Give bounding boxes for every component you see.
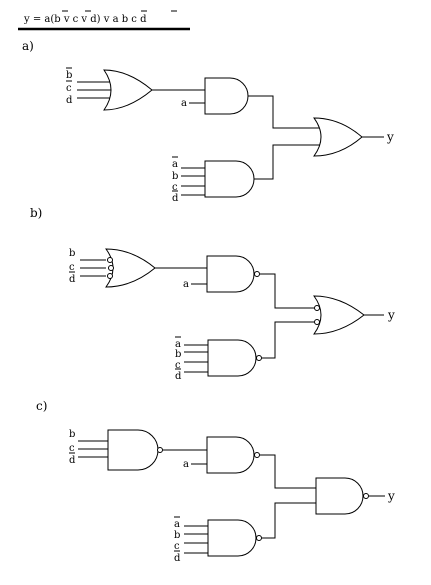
inversion-bubble xyxy=(314,305,320,311)
input-wires-a-bottom xyxy=(181,167,205,196)
nand-gate xyxy=(107,429,159,471)
output-label: y xyxy=(387,308,395,322)
input-wires-c-bottom xyxy=(184,525,208,554)
input-labels-c-top: b c d xyxy=(69,429,76,466)
part-label-a: a) xyxy=(22,39,34,53)
input-label: b xyxy=(66,70,72,81)
input-wires-b-top xyxy=(80,259,106,277)
input-label: c xyxy=(69,443,75,454)
input-labels-b-bottom: a b c d xyxy=(175,336,182,382)
or-gate xyxy=(103,69,153,111)
output-label: y xyxy=(387,489,395,503)
inversion-bubble xyxy=(107,273,113,279)
and-gate xyxy=(204,160,255,198)
input-label: b xyxy=(69,248,75,259)
nand-gate xyxy=(207,519,257,557)
input-label: c xyxy=(174,541,180,552)
input-label: a xyxy=(181,98,187,109)
input-label: b xyxy=(175,349,181,360)
input-label: b xyxy=(172,171,178,182)
wire xyxy=(254,144,323,180)
inversion-bubble xyxy=(254,271,260,277)
inversion-bubble xyxy=(314,319,320,325)
input-label: b xyxy=(174,530,180,541)
input-labels-c-bottom: a b c d xyxy=(174,516,181,564)
input-label: d xyxy=(174,553,181,564)
input-label: a xyxy=(174,519,180,530)
input-label: d xyxy=(66,95,73,106)
input-label: a xyxy=(183,279,189,290)
input-labels-b-top: b c d xyxy=(69,248,76,285)
input-wires-c-top xyxy=(78,440,108,458)
nand-gate xyxy=(206,255,255,293)
input-label: d xyxy=(69,274,76,285)
input-labels-a-bottom: a b c d xyxy=(172,156,179,204)
nand-gate xyxy=(206,436,255,474)
input-label: c xyxy=(66,83,72,94)
inversion-bubble xyxy=(256,535,262,541)
inversion-bubble xyxy=(107,257,113,263)
part-label-b: b) xyxy=(30,206,42,220)
wire xyxy=(248,95,323,129)
input-label: b xyxy=(69,429,75,440)
nand-gate xyxy=(207,339,257,377)
input-label: d xyxy=(175,371,182,382)
part-label-c: c) xyxy=(36,399,47,413)
formula-header: y = a(b v c v d) v a b c d xyxy=(18,10,190,31)
wire xyxy=(262,502,316,539)
input-wires-b-bottom xyxy=(184,344,208,373)
input-label: d xyxy=(172,193,179,204)
inversion-bubble xyxy=(256,355,262,361)
input-labels-a-top: b c d xyxy=(66,67,73,106)
input-label: c xyxy=(172,182,178,193)
nand-gate xyxy=(315,477,364,515)
input-label: d xyxy=(69,455,76,466)
inversion-bubble xyxy=(157,447,163,453)
wire xyxy=(262,321,314,359)
input-label: a xyxy=(175,339,181,350)
or-gate-inverted-inputs xyxy=(313,295,365,335)
wire xyxy=(260,454,316,489)
wire xyxy=(260,273,314,309)
input-wires-a-top xyxy=(77,81,113,99)
input-label: a xyxy=(172,159,178,170)
inversion-bubble xyxy=(363,493,369,499)
circuit-b: b) b c d a a b c d xyxy=(30,206,395,382)
inversion-bubble xyxy=(254,452,260,458)
inversion-bubble xyxy=(108,265,114,271)
or-gate xyxy=(313,117,363,157)
input-label: c xyxy=(69,262,75,273)
circuit-c: c) b c d a a b c d xyxy=(36,399,395,564)
circuit-a: a) b c d a a b c d xyxy=(22,39,394,204)
and-gate xyxy=(204,77,249,115)
formula-text: y = a(b v c v d) v a b c d xyxy=(23,14,147,25)
input-label: c xyxy=(175,360,181,371)
output-label: y xyxy=(386,130,394,144)
input-label: a xyxy=(183,459,189,470)
